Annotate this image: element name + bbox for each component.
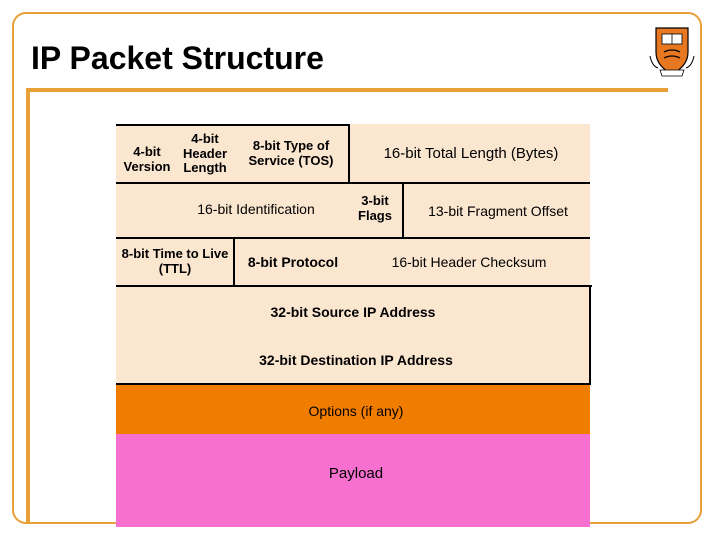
ttl-right-border (233, 237, 235, 286)
row5-bottom-border (116, 383, 590, 385)
flags-field: 3-bit Flags (358, 193, 392, 223)
header-row-2 (116, 184, 590, 239)
options-row (116, 384, 590, 434)
row2-bottom-border (116, 237, 590, 239)
title-divider (26, 88, 668, 92)
destination-ip-field: 32-bit Destination IP Address (259, 351, 453, 368)
top-border (116, 124, 350, 126)
right-border (589, 285, 591, 385)
tos-right-border (348, 124, 350, 184)
slide-title: IP Packet Structure (31, 40, 324, 76)
ip-packet-diagram: 4-bit Version 4-bit Header Length 8-bit … (116, 124, 592, 527)
identification-field: 16-bit Identification (197, 200, 315, 217)
header-row-1 (116, 124, 590, 184)
frame-side-bar (26, 92, 30, 522)
university-shield-logo (649, 27, 695, 77)
payload-field: Payload (328, 465, 384, 483)
total-length-field: 16-bit Total Length (Bytes) (383, 145, 559, 163)
row1-bottom-border (116, 182, 590, 184)
fragment-offset-field: 13-bit Fragment Offset (428, 202, 568, 219)
checksum-field: 16-bit Header Checksum (391, 253, 547, 270)
flags-right-border (402, 182, 404, 238)
header-row-3 (116, 239, 590, 286)
ttl-field: 8-bit Time to Live (TTL) (121, 246, 229, 276)
destination-row (116, 336, 590, 384)
protocol-field: 8-bit Protocol (247, 253, 339, 270)
header-length-field: 4-bit Header Length (182, 130, 228, 176)
tos-field: 8-bit Type of Service (TOS) (248, 138, 334, 168)
source-row (116, 286, 590, 336)
options-field: Options (if any) (308, 402, 404, 419)
row3-bottom-border (116, 285, 592, 287)
version-field: 4-bit Version (123, 144, 171, 174)
payload-row (116, 434, 590, 527)
source-ip-field: 32-bit Source IP Address (270, 303, 436, 320)
